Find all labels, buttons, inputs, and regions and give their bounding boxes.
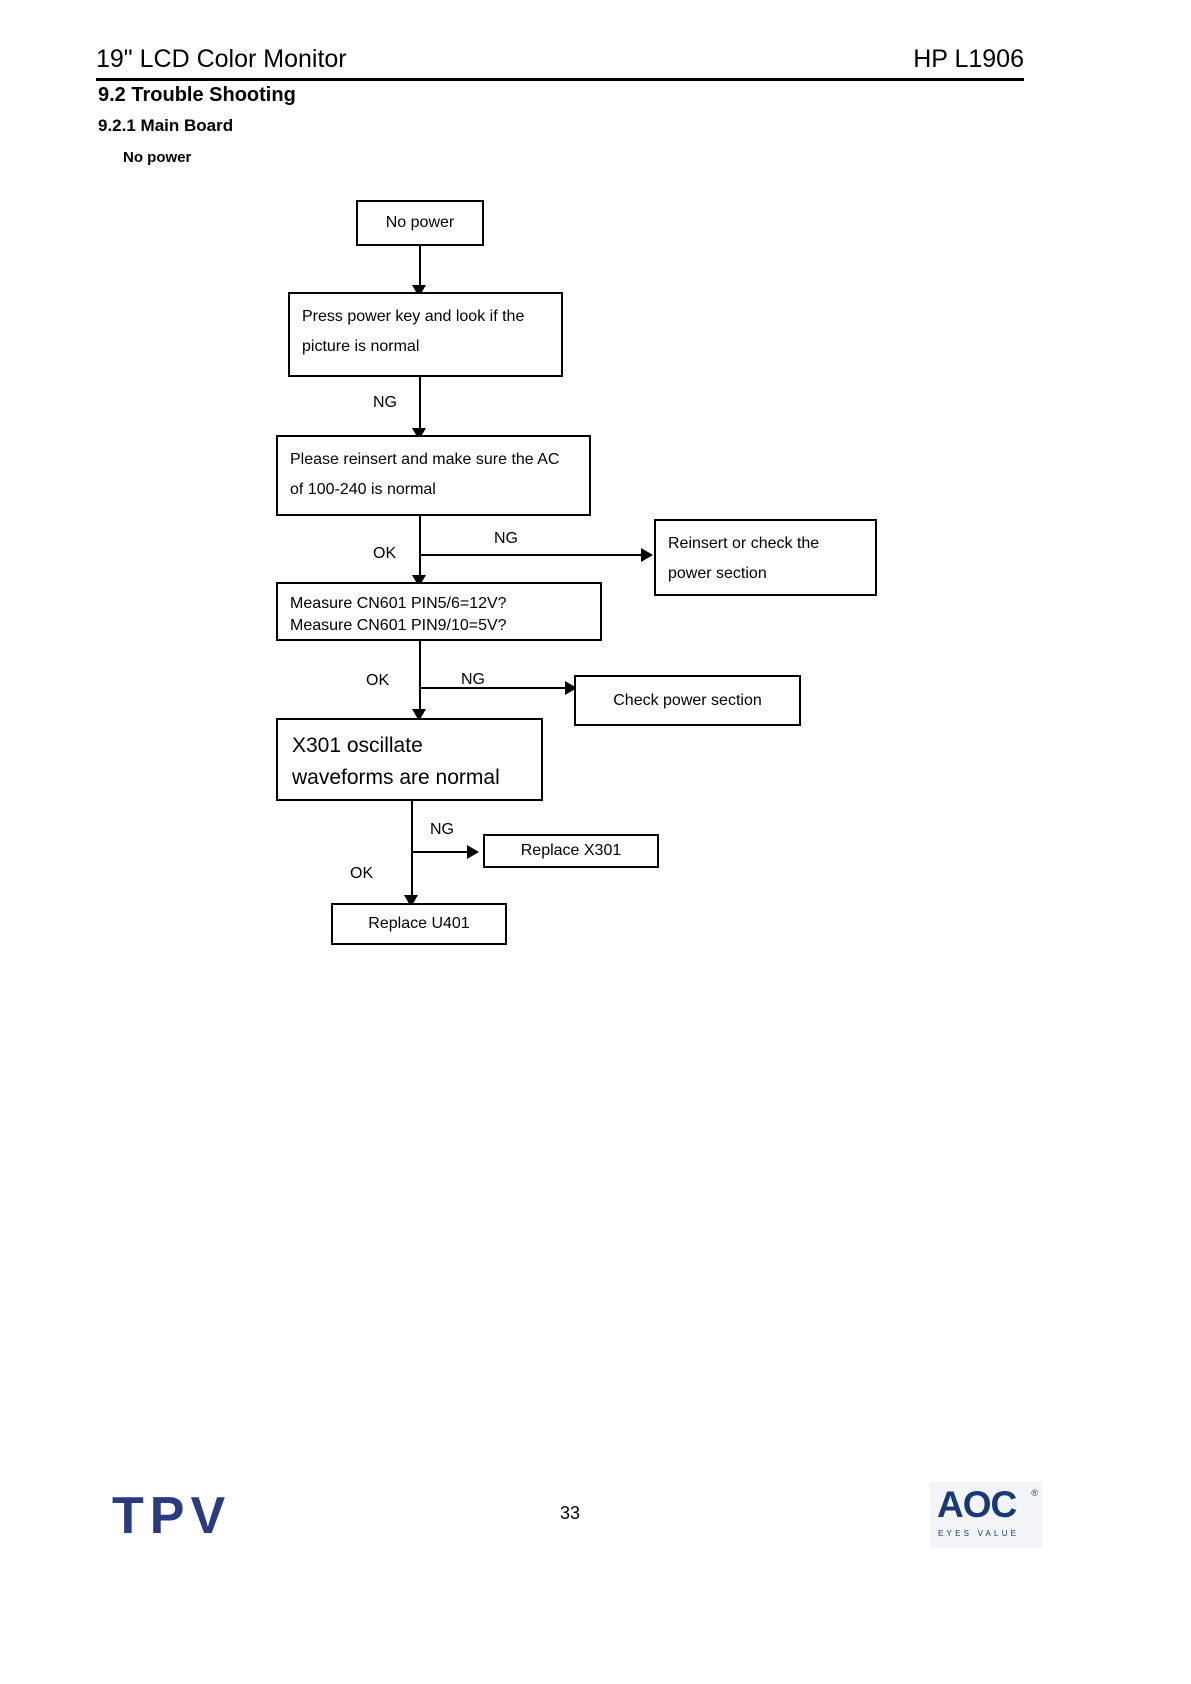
edge-label-ok-1: OK: [373, 545, 397, 562]
flow-node-reinsert-or-check-power: Reinsert or check the power section: [654, 519, 877, 596]
section-heading: 9.2 Trouble Shooting: [98, 84, 296, 106]
aoc-logo: AOC ® EYES VALUE: [930, 1482, 1042, 1548]
connector-press-to-reinsert: [419, 377, 421, 432]
aoc-wordmark: AOC: [937, 1484, 1017, 1525]
measure-line-1: Measure CN601 PIN5/6=12V?: [290, 595, 507, 612]
flow-node-check-power-section: Check power section: [574, 675, 801, 726]
flow-node-no-power: No power: [356, 200, 484, 246]
flow-node-replace-u401: Replace U401: [331, 903, 507, 945]
edge-label-ng-4: NG: [430, 821, 454, 838]
edge-label-ok-2: OK: [366, 672, 390, 689]
connector-measure-to-check-power-branch: [419, 687, 566, 689]
connector-x301-to-replace-x301-branch: [411, 851, 468, 853]
tpv-logo: TPV: [112, 1487, 232, 1545]
document-model: HP L1906: [913, 45, 1024, 73]
flow-node-reinsert-ac: Please reinsert and make sure the AC of …: [276, 435, 591, 516]
edge-label-ok-3: OK: [350, 865, 374, 882]
troubleshooting-flowchart: No power Press power key and look if the…: [276, 200, 877, 945]
arrowhead-reinsert-to-check-power: [641, 548, 653, 562]
measure-line-2: Measure CN601 PIN9/10=5V?: [290, 617, 507, 634]
registered-trademark-icon: ®: [1031, 1488, 1038, 1498]
connector-reinsert-to-check-power-branch: [419, 554, 642, 556]
edge-label-ng-2: NG: [494, 530, 518, 547]
connector-measure-to-x301: [419, 641, 421, 713]
flow-node-x301-waveforms: X301 oscillate waveforms are normal: [276, 718, 543, 801]
page-footer: TPV 33 AOC ® EYES VALUE: [0, 1440, 1191, 1600]
flow-node-measure-cn601: Measure CN601 PIN5/6=12V? Measure CN601 …: [276, 582, 602, 641]
aoc-tagline: EYES VALUE: [938, 1529, 1020, 1538]
topic-heading: No power: [123, 149, 192, 166]
connector-x301-to-replace-u401: [411, 801, 413, 899]
connector-reinsert-to-measure: [419, 516, 421, 579]
page-header: 19" LCD Color Monitor HP L1906: [96, 44, 1024, 81]
document-title: 19" LCD Color Monitor: [96, 45, 347, 73]
arrowhead-x301-to-replace-x301: [467, 845, 479, 859]
flow-node-replace-x301: Replace X301: [483, 834, 659, 868]
page-number: 33: [560, 1503, 581, 1523]
subsection-heading: 9.2.1 Main Board: [98, 116, 234, 135]
connector-start-to-press: [419, 246, 421, 288]
edge-label-ng-3: NG: [461, 671, 485, 688]
flow-node-press-power: Press power key and look if the picture …: [288, 292, 563, 377]
edge-label-ng-1: NG: [373, 394, 397, 411]
